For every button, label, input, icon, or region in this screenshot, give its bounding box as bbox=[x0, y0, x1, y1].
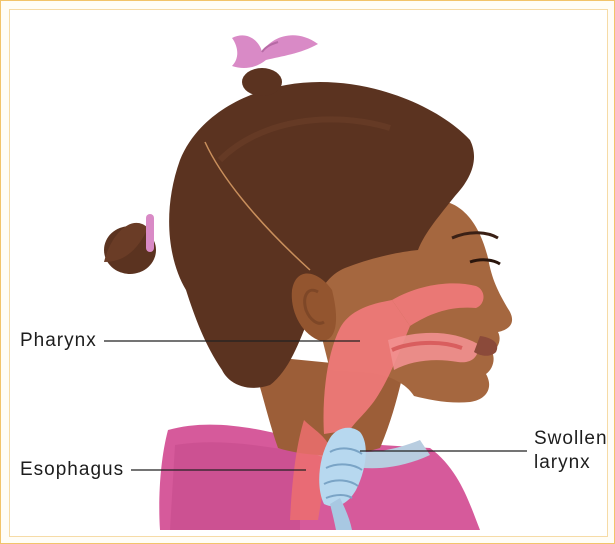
hair-bun-top bbox=[242, 68, 282, 96]
label-pharynx: Pharynx bbox=[20, 330, 97, 352]
hair-tie-top bbox=[232, 35, 318, 68]
label-swollen-line2: larynx bbox=[534, 451, 608, 475]
label-swollen-larynx: Swollen larynx bbox=[534, 427, 608, 475]
hair-tie-side bbox=[146, 214, 154, 252]
label-swollen-line1: Swollen bbox=[534, 427, 608, 451]
label-esophagus: Esophagus bbox=[20, 459, 124, 481]
shirt-shadow bbox=[170, 442, 300, 530]
